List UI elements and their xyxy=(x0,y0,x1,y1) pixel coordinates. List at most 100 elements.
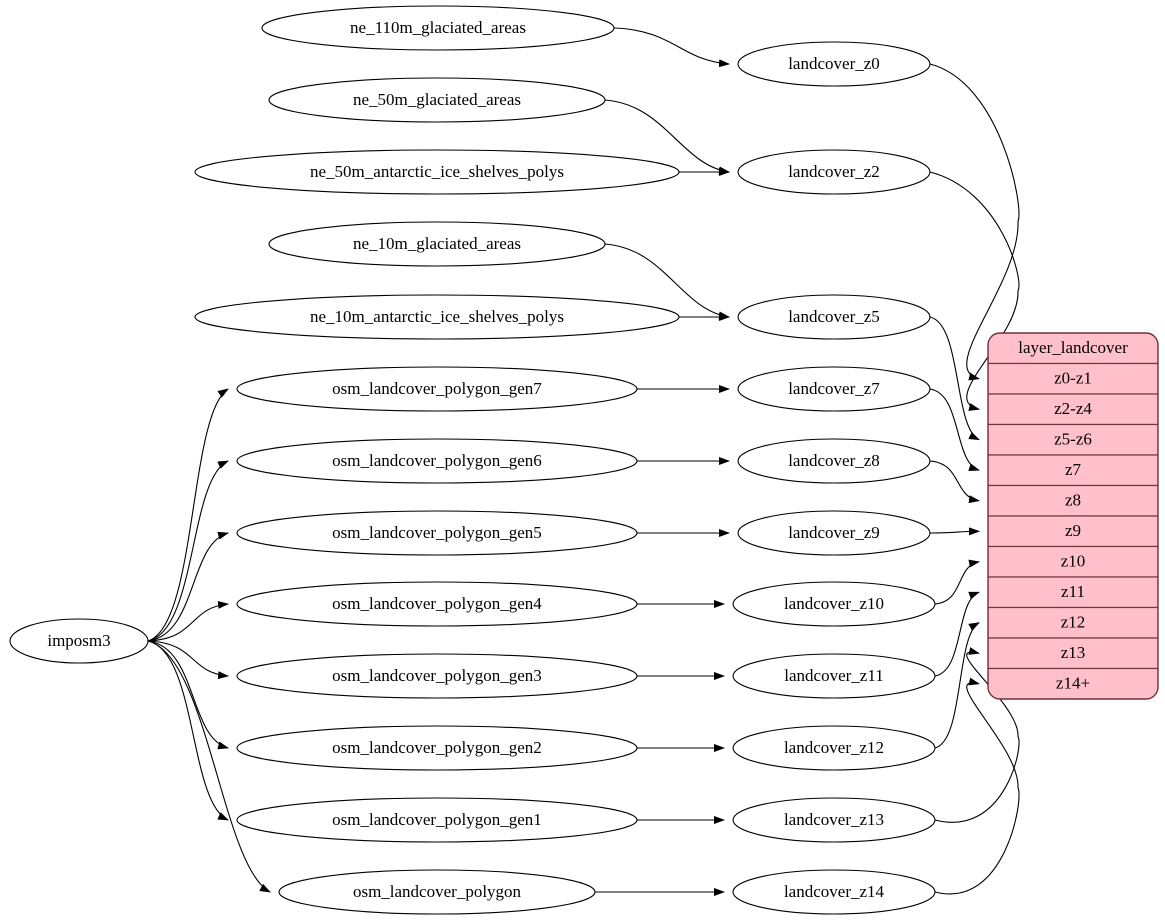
table-row-z11[interactable] xyxy=(988,576,1158,609)
table-row-label: z12 xyxy=(1061,613,1086,632)
node-label: landcover_z12 xyxy=(784,738,884,757)
node-ellipse xyxy=(737,438,931,484)
table-row-z10[interactable] xyxy=(988,545,1158,578)
node-label: ne_10m_antarctic_ice_shelves_polys xyxy=(310,307,564,326)
edge-landcover_z12-to-layer_landcover:z12 xyxy=(934,622,980,749)
edge-landcover_z9-to-layer_landcover:z9 xyxy=(929,527,980,536)
node-ellipse xyxy=(737,510,931,556)
table-row-label: z5-z6 xyxy=(1054,430,1092,449)
node-ellipse xyxy=(236,653,638,699)
node-osm_landcover_polygon_gen5[interactable]: osm_landcover_polygon_gen5 xyxy=(236,510,638,556)
node-label: osm_landcover_polygon_gen6 xyxy=(332,451,542,470)
edge-landcover_z13-to-layer_landcover:z13 xyxy=(934,647,1020,823)
node-ellipse xyxy=(194,149,680,195)
node-ne_10m_antarctic_ice_shelves_polys[interactable]: ne_10m_antarctic_ice_shelves_polys xyxy=(194,294,680,340)
edge-landcover_z0-to-layer_landcover:z0-z1 xyxy=(929,63,1020,381)
node-label: osm_landcover_polygon_gen3 xyxy=(332,666,542,685)
node-ellipse xyxy=(732,869,936,915)
node-ellipse xyxy=(236,581,638,627)
node-landcover_z13[interactable]: landcover_z13 xyxy=(732,797,936,843)
node-label: landcover_z8 xyxy=(788,451,880,470)
node-landcover_z12[interactable]: landcover_z12 xyxy=(732,725,936,771)
node-osm_landcover_polygon_gen1[interactable]: osm_landcover_polygon_gen1 xyxy=(236,797,638,843)
table-row-label: z0-z1 xyxy=(1054,369,1092,388)
node-ellipse xyxy=(9,618,149,664)
node-ne_110m_glaciated_areas[interactable]: ne_110m_glaciated_areas xyxy=(261,5,615,51)
node-label: osm_landcover_polygon_gen1 xyxy=(332,810,542,829)
table-row-z7[interactable] xyxy=(988,454,1158,487)
node-osm_landcover_polygon_gen6[interactable]: osm_landcover_polygon_gen6 xyxy=(236,438,638,484)
node-landcover_z7[interactable]: landcover_z7 xyxy=(737,366,931,412)
node-label: landcover_z2 xyxy=(788,162,880,181)
node-ne_10m_glaciated_areas[interactable]: ne_10m_glaciated_areas xyxy=(268,221,606,267)
table-outline xyxy=(987,332,1159,700)
table-row-label: z2-z4 xyxy=(1054,399,1092,418)
node-ellipse xyxy=(732,797,936,843)
edge-landcover_z8-to-layer_landcover:z8 xyxy=(929,460,980,504)
edge-landcover_z7-to-layer_landcover:z7 xyxy=(929,388,980,472)
node-label: landcover_z9 xyxy=(788,523,880,542)
table-row-z13[interactable] xyxy=(988,637,1158,670)
node-label: landcover_z13 xyxy=(784,810,884,829)
layer-landcover-table[interactable]: layer_landcoverz0-z1z2-z4z5-z6z7z8z9z10z… xyxy=(987,332,1159,700)
table-row-z5-z6[interactable] xyxy=(988,423,1158,456)
table-row-label: z10 xyxy=(1061,552,1086,571)
node-osm_landcover_polygon_gen2[interactable]: osm_landcover_polygon_gen2 xyxy=(236,725,638,771)
node-ne_50m_antarctic_ice_shelves_polys[interactable]: ne_50m_antarctic_ice_shelves_polys xyxy=(194,149,680,195)
node-landcover_z14[interactable]: landcover_z14 xyxy=(732,869,936,915)
node-osm_landcover_polygon_gen7[interactable]: osm_landcover_polygon_gen7 xyxy=(236,366,638,412)
edge-landcover_z5-to-layer_landcover:z5-z6 xyxy=(929,316,980,441)
node-label: osm_landcover_polygon_gen4 xyxy=(332,594,542,613)
node-landcover_z10[interactable]: landcover_z10 xyxy=(732,581,936,627)
edge-landcover_z10-to-layer_landcover:z10 xyxy=(934,559,980,605)
node-imposm3[interactable]: imposm3 xyxy=(9,618,149,664)
node-ellipse xyxy=(236,438,638,484)
node-ellipse xyxy=(268,221,606,267)
node-label: ne_50m_antarctic_ice_shelves_polys xyxy=(310,162,564,181)
node-ellipse xyxy=(737,294,931,340)
edge-imposm3-to-osm_landcover_polygon_gen3 xyxy=(147,640,229,680)
node-osm_landcover_polygon_gen4[interactable]: osm_landcover_polygon_gen4 xyxy=(236,581,638,627)
node-ellipse xyxy=(261,5,615,51)
node-label: landcover_z5 xyxy=(788,307,880,326)
node-label: ne_50m_glaciated_areas xyxy=(353,90,521,109)
node-osm_landcover_polygon[interactable]: osm_landcover_polygon xyxy=(278,869,596,915)
table-row-label: z9 xyxy=(1065,521,1081,540)
node-landcover_z5[interactable]: landcover_z5 xyxy=(737,294,931,340)
node-ellipse xyxy=(732,653,936,699)
table-row-z14+[interactable] xyxy=(988,667,1158,700)
node-label: landcover_z0 xyxy=(788,54,880,73)
edge-landcover_z2-to-layer_landcover:z2-z4 xyxy=(929,171,1020,411)
node-label: landcover_z11 xyxy=(784,666,883,685)
node-ne_50m_glaciated_areas[interactable]: ne_50m_glaciated_areas xyxy=(268,77,606,123)
node-ellipse xyxy=(236,510,638,556)
table-row-z9[interactable] xyxy=(988,515,1158,548)
node-ellipse xyxy=(732,725,936,771)
table-title: layer_landcover xyxy=(1018,338,1128,357)
edge-imposm3-to-osm_landcover_polygon_gen1 xyxy=(147,640,229,821)
table-row-label: z13 xyxy=(1061,643,1086,662)
edge-ne_110m_glaciated_areas-to-landcover_z0 xyxy=(613,27,730,68)
node-layer: imposm3 ne_110m_glaciated_areas ne_50m_gla… xyxy=(9,5,936,915)
table-row-z2-z4[interactable] xyxy=(988,393,1158,426)
table-row-label: z14+ xyxy=(1056,674,1090,693)
edge-ne_50m_glaciated_areas-to-landcover_z2 xyxy=(604,99,730,175)
node-osm_landcover_polygon_gen3[interactable]: osm_landcover_polygon_gen3 xyxy=(236,653,638,699)
edge-ne_10m_glaciated_areas-to-landcover_z5 xyxy=(604,243,730,320)
node-label: osm_landcover_polygon_gen5 xyxy=(332,523,542,542)
edge-imposm3-to-osm_landcover_polygon_gen4 xyxy=(147,600,229,642)
node-landcover_z2[interactable]: landcover_z2 xyxy=(737,149,931,195)
edge-imposm3-to-osm_landcover_polygon_gen5 xyxy=(147,531,229,642)
node-landcover_z11[interactable]: landcover_z11 xyxy=(732,653,936,699)
node-label: landcover_z7 xyxy=(788,379,880,398)
node-ellipse xyxy=(194,294,680,340)
node-ellipse xyxy=(236,366,638,412)
node-landcover_z9[interactable]: landcover_z9 xyxy=(737,510,931,556)
node-landcover_z0[interactable]: landcover_z0 xyxy=(737,41,931,87)
node-label: landcover_z14 xyxy=(784,882,885,901)
node-ellipse xyxy=(737,41,931,87)
node-ellipse xyxy=(236,725,638,771)
node-ellipse xyxy=(236,797,638,843)
node-ellipse xyxy=(278,869,596,915)
node-landcover_z8[interactable]: landcover_z8 xyxy=(737,438,931,484)
